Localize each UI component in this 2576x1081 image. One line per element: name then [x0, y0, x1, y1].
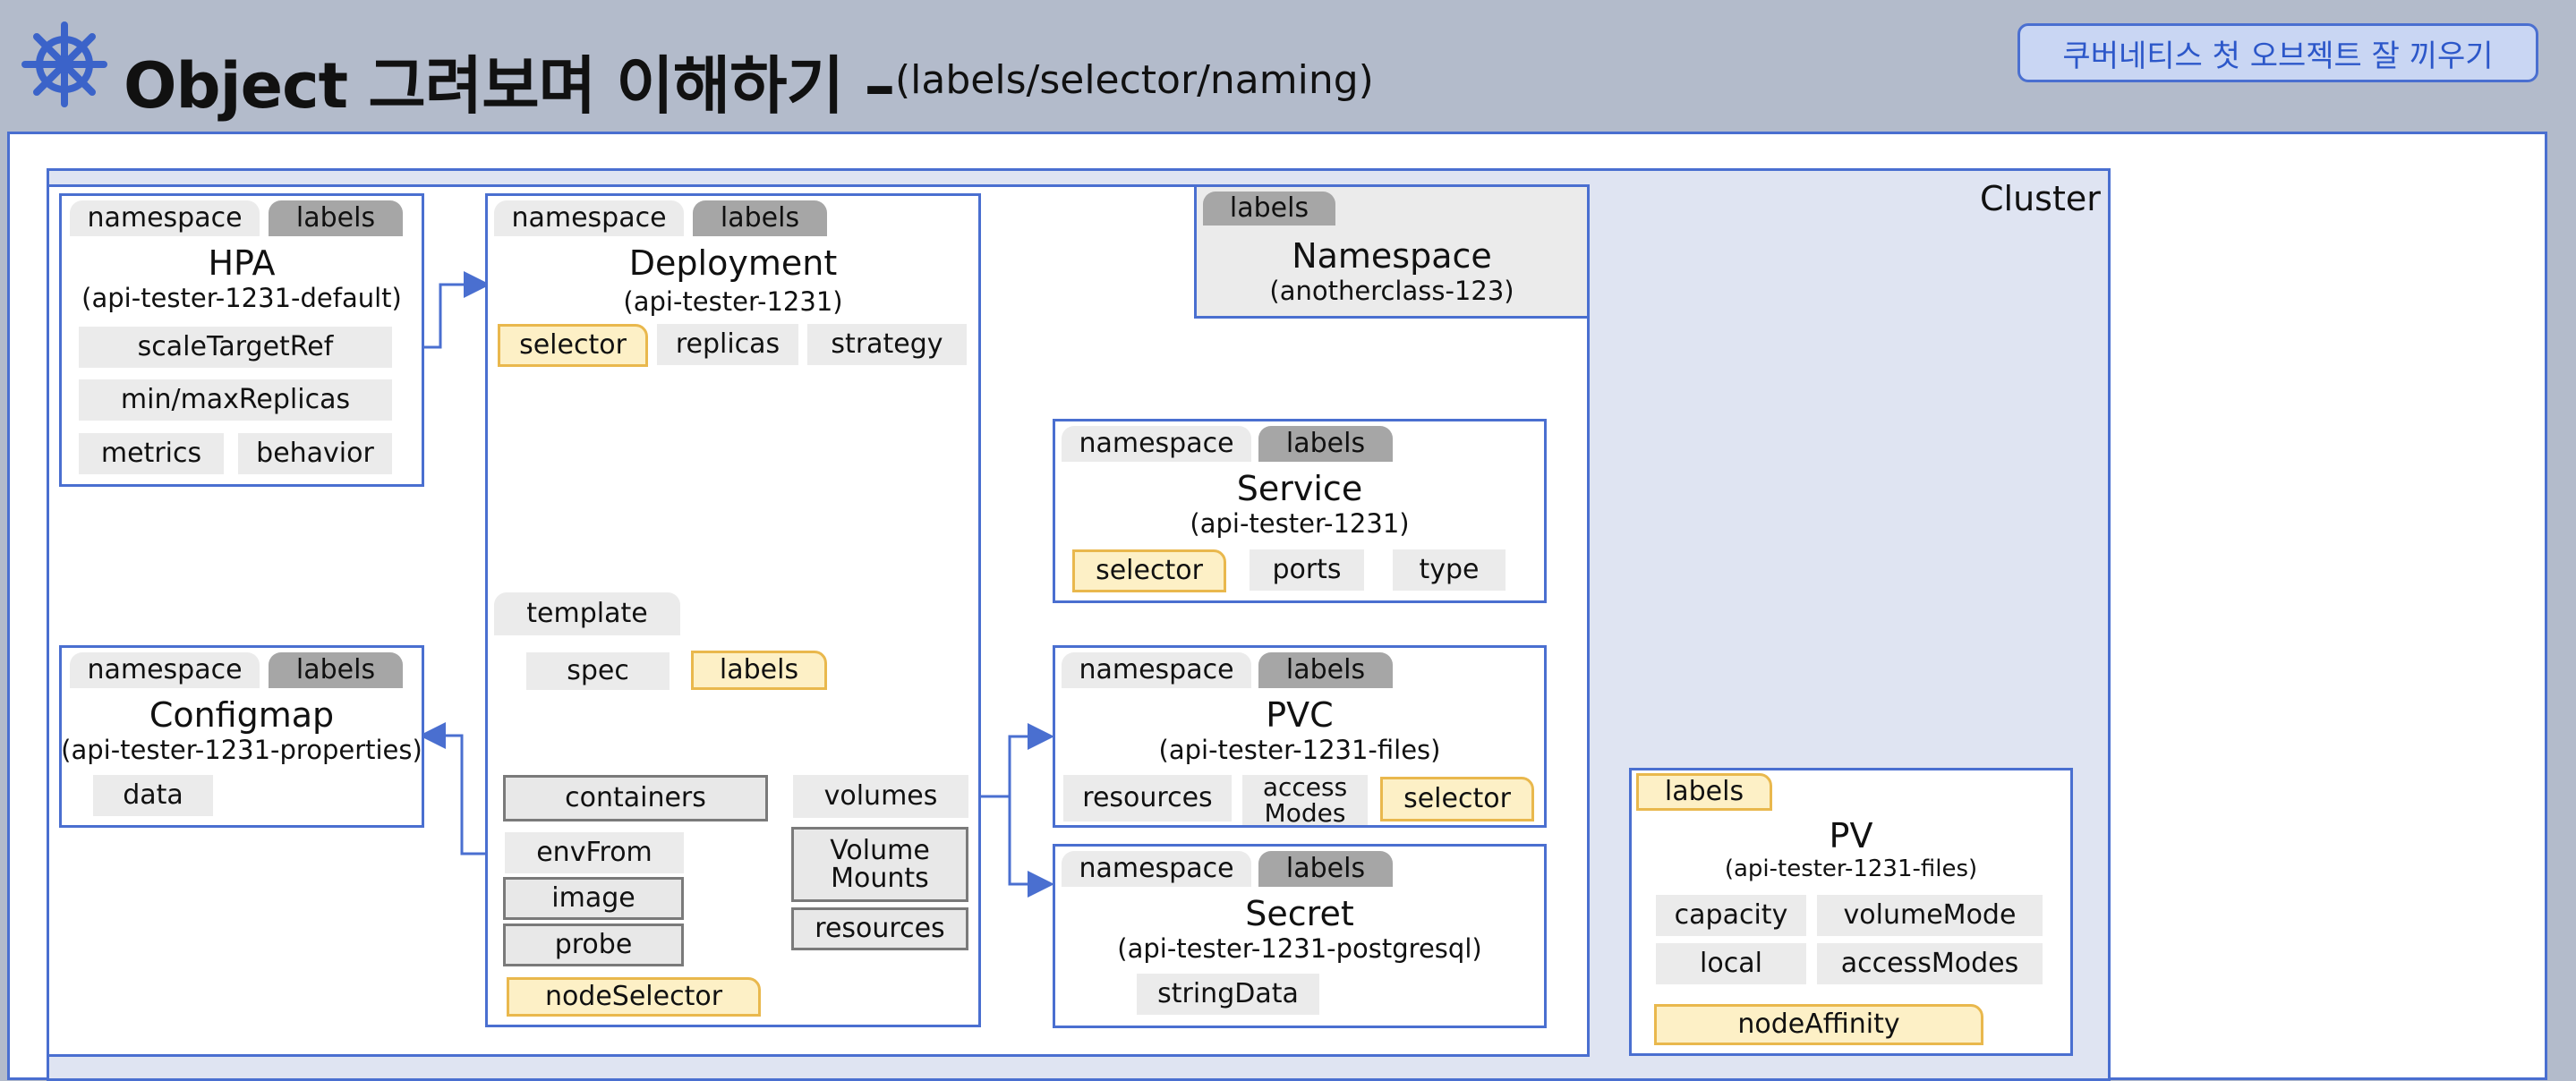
hpa-scale-target-ref: scaleTargetRef [79, 327, 392, 368]
pvc-resources: resources [1063, 775, 1232, 821]
hpa-id: (api-tester-1231-default) [81, 283, 402, 313]
page-subtitle: (labels/selector/naming) [895, 57, 1374, 103]
deployment-containers: containers [503, 775, 768, 821]
secret-id: (api-tester-1231-postgresql) [1117, 933, 1482, 964]
secret-string-data: stringData [1137, 974, 1319, 1015]
namespace-object-name: Namespace [1292, 236, 1492, 276]
hpa-labels-tab: labels [269, 200, 403, 236]
pvc-name: PVC [1266, 695, 1334, 735]
secret-namespace-tab: namespace [1062, 851, 1251, 887]
pv-labels-tab: labels [1636, 773, 1772, 811]
deployment-resources: resources [791, 907, 968, 950]
deployment-env-from: envFrom [505, 832, 684, 873]
pvc-labels-tab: labels [1258, 652, 1393, 688]
deployment-volumes: volumes [793, 775, 968, 818]
pvc-access-modes: access Modes [1242, 773, 1368, 826]
service-id: (api-tester-1231) [1190, 508, 1410, 539]
pvc-namespace-tab: namespace [1062, 652, 1251, 688]
namespace-object-id: (anotherclass-123) [1269, 276, 1514, 306]
service-labels-tab: labels [1258, 426, 1393, 462]
pv-access-modes: accessModes [1817, 943, 2043, 984]
deployment-image: image [503, 877, 684, 920]
pvc-selector: selector [1380, 777, 1534, 821]
secret-name: Secret [1245, 894, 1354, 933]
service-type: type [1393, 549, 1506, 591]
topic-badge: 쿠버네티스 첫 오브젝트 잘 끼우기 [2017, 23, 2538, 82]
hpa-behavior: behavior [238, 433, 392, 474]
hpa-metrics: metrics [79, 433, 224, 474]
service-ports: ports [1250, 549, 1364, 591]
kubernetes-logo-icon [20, 20, 109, 109]
deployment-id: (api-tester-1231) [623, 286, 843, 317]
configmap-id: (api-tester-1231-properties) [61, 735, 422, 765]
service-namespace-tab: namespace [1062, 426, 1251, 462]
cluster-label: Cluster [1980, 179, 2101, 218]
deployment-replicas: replicas [657, 324, 798, 365]
pv-volume-mode: volumeMode [1817, 895, 2043, 936]
deployment-spec: spec [526, 652, 670, 690]
deployment-template: template [494, 592, 680, 635]
pvc-id: (api-tester-1231-files) [1158, 735, 1441, 765]
pv-node-affinity: nodeAffinity [1654, 1004, 1983, 1045]
deployment-template-labels: labels [691, 651, 827, 690]
service-name: Service [1236, 469, 1363, 508]
secret-labels-tab: labels [1258, 851, 1393, 887]
service-selector: selector [1072, 549, 1226, 592]
configmap-namespace-tab: namespace [70, 652, 260, 688]
hpa-namespace-tab: namespace [70, 200, 260, 236]
deployment-node-selector: nodeSelector [507, 977, 761, 1017]
pv-name: PV [1829, 816, 1873, 855]
deployment-volume-mounts: Volume Mounts [791, 827, 968, 902]
configmap-labels-tab: labels [269, 652, 403, 688]
deployment-strategy: strategy [807, 324, 967, 365]
deployment-selector: selector [498, 324, 648, 367]
configmap-data: data [93, 775, 213, 816]
pv-id: (api-tester-1231-files) [1724, 855, 1978, 882]
pv-capacity: capacity [1656, 895, 1806, 936]
hpa-name: HPA [208, 243, 276, 283]
deployment-probe: probe [503, 924, 684, 966]
hpa-min-max-replicas: min/maxReplicas [79, 379, 392, 421]
deployment-labels-tab: labels [693, 200, 827, 236]
page-title: Object 그려보며 이해하기 – [124, 49, 895, 123]
namespace-labels-tab: labels [1203, 192, 1335, 226]
pv-local: local [1656, 943, 1806, 984]
deployment-name: Deployment [628, 243, 838, 283]
configmap-name: Configmap [149, 695, 335, 735]
deployment-namespace-tab: namespace [494, 200, 684, 236]
